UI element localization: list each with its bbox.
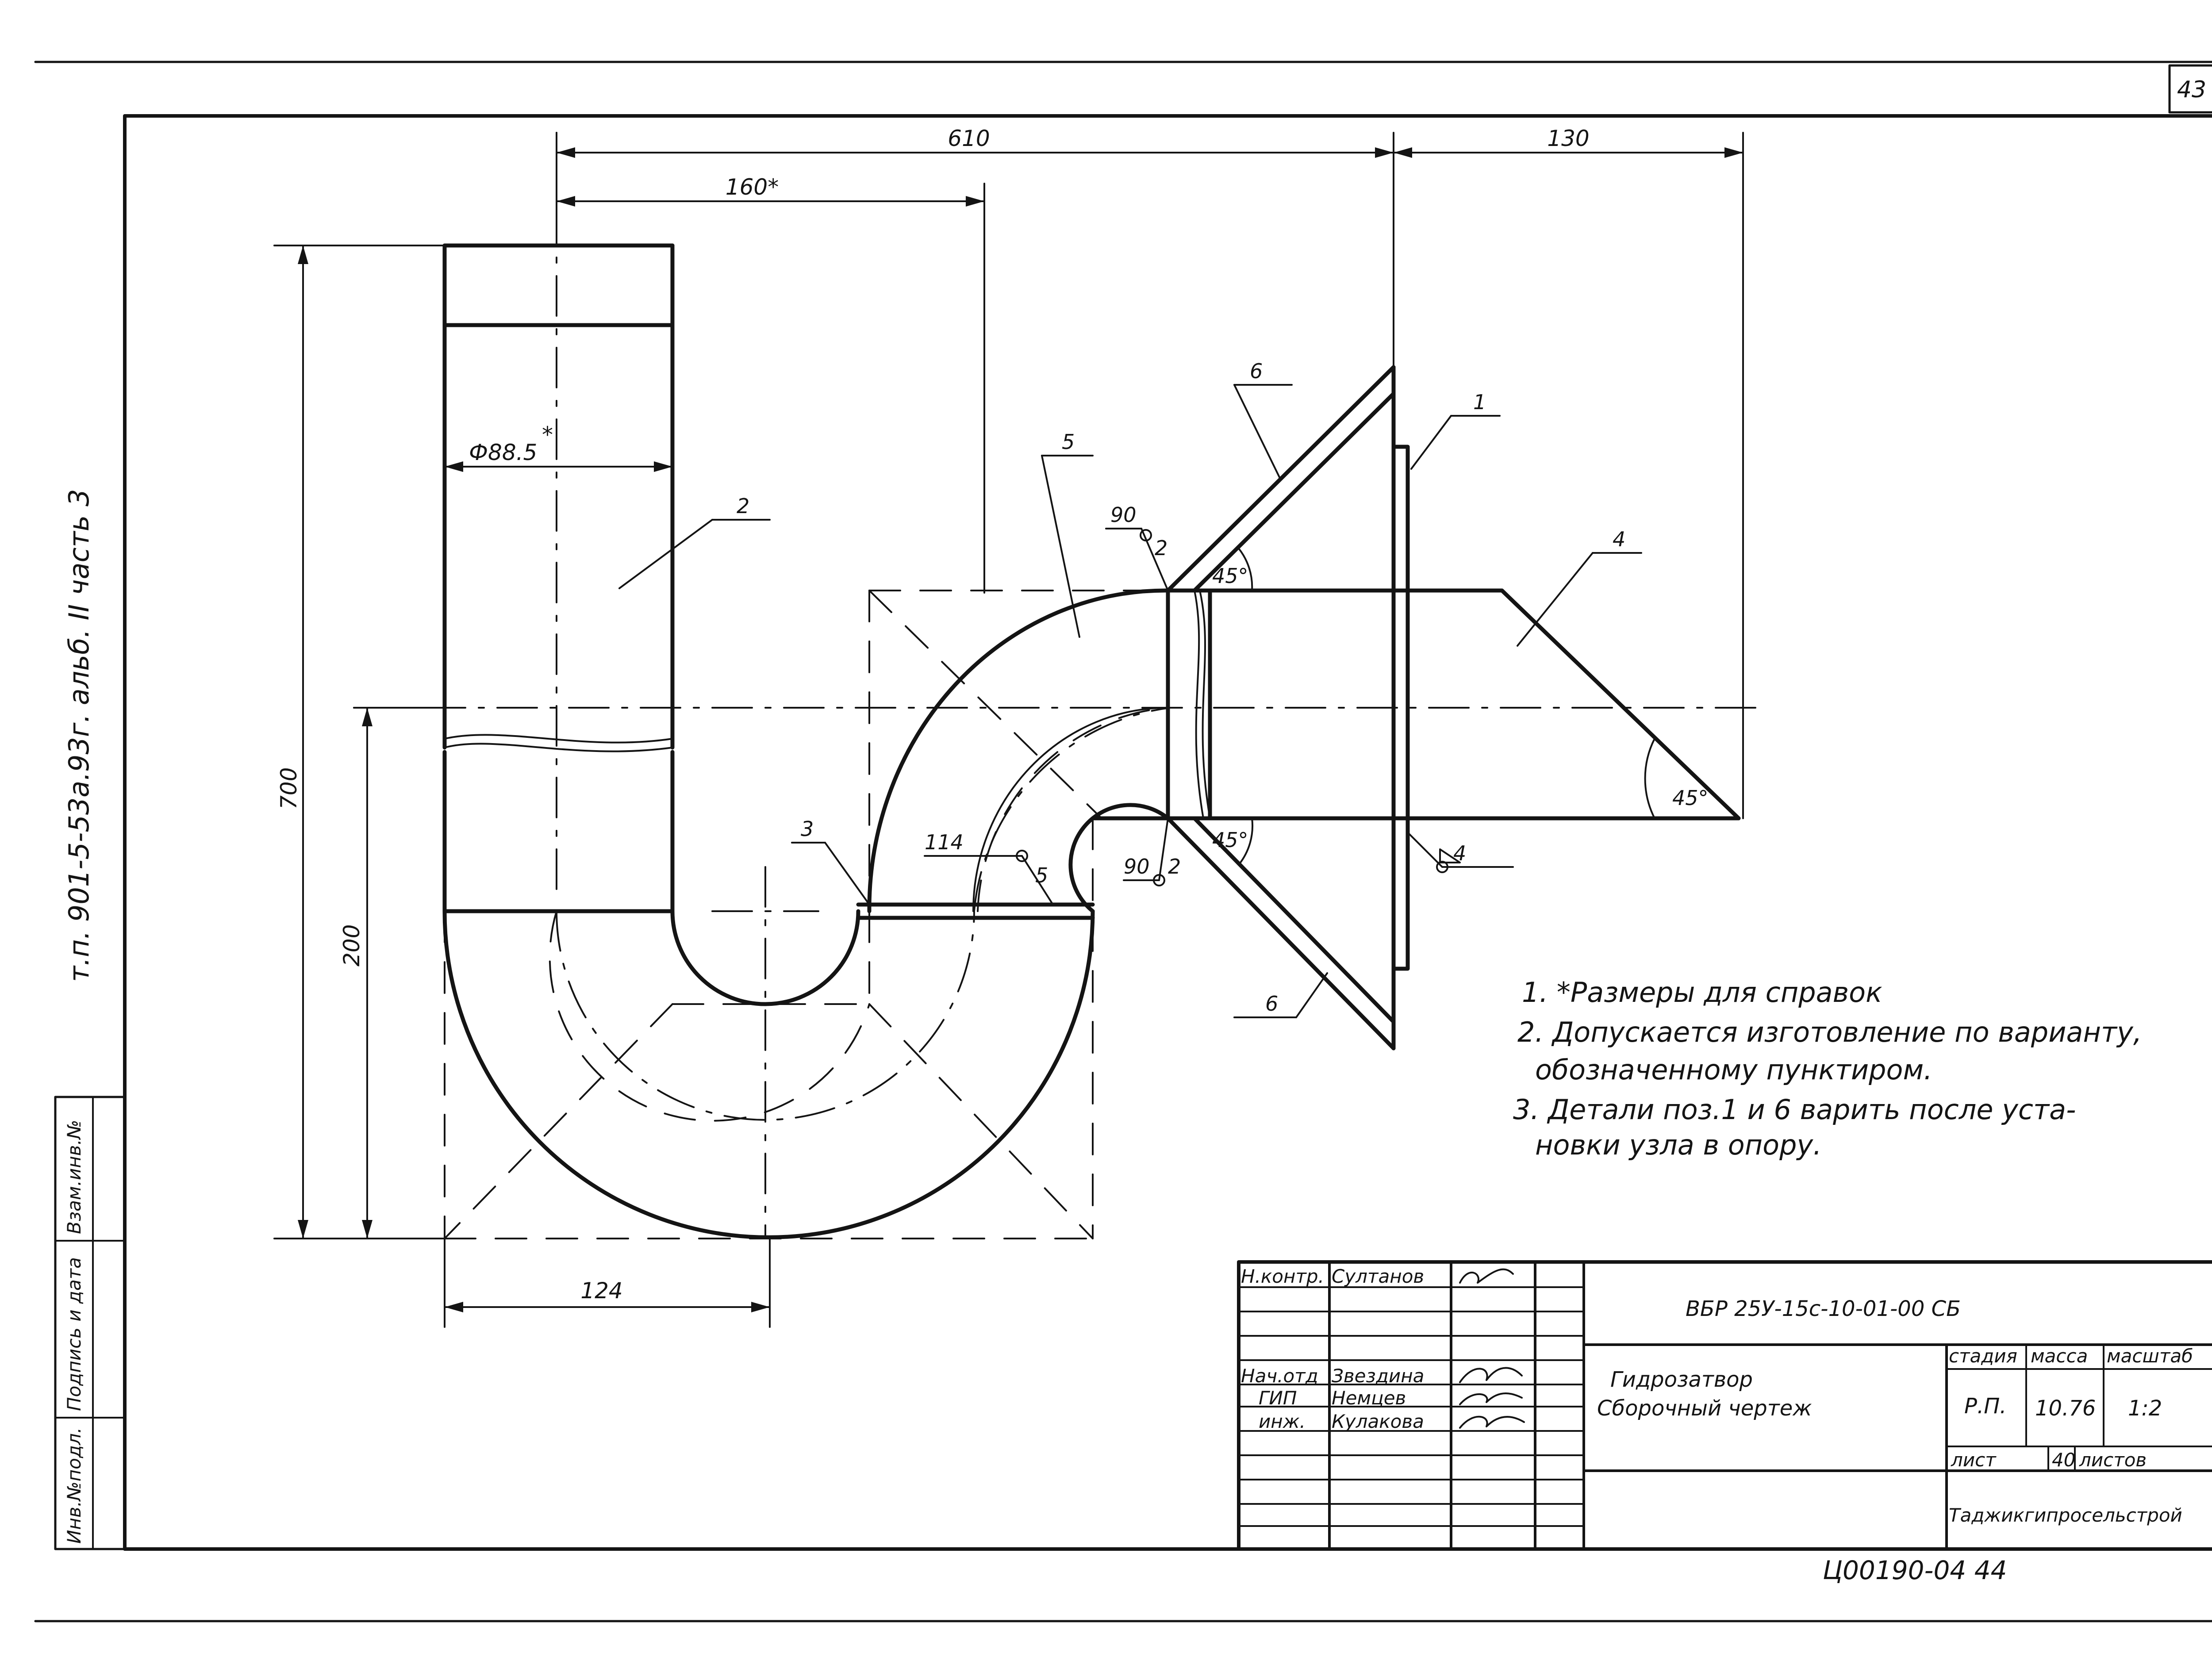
part-1-flange [1391,445,1410,971]
dim-124: 124 [580,1278,622,1304]
stamp-sheet-label: лист [1951,1449,1997,1471]
angle-45-top: 45° [1212,564,1248,588]
stamp-header-stage: стадия [1949,1345,2017,1367]
weld-4: 4 [1453,841,1466,865]
position-2: 2 [737,494,749,518]
position-4: 4 [1613,527,1625,551]
stamp-organization: Таджикгипросельстрой [1949,1504,2182,1526]
center-lines [353,132,1766,1239]
part-2-pipe [442,243,675,913]
stamp-title-1: Гидрозатвор [1610,1367,1753,1392]
note-1: 1. *Размеры для справок [1522,976,1882,1009]
stamp-scale: 1:2 [2128,1396,2162,1421]
weld-114: 114 [925,830,964,854]
angle-marks [1238,548,1655,866]
side-cell-replace: Взам.инв.№ [63,1120,85,1234]
stamp-stage: Р.П. [1964,1394,2007,1419]
dim-200: 200 [339,924,365,966]
stamp-header-scale: масштаб [2107,1345,2193,1367]
position-1: 1 [1473,390,1486,414]
dim-700: 700 [276,767,302,809]
dim-160: 160* [726,174,779,200]
title-block [1237,1260,2212,1551]
stamp-role-1: Нач.отд [1241,1365,1318,1387]
signature-marks [1459,1268,1525,1429]
u-bend [442,803,1170,1239]
stamp-name-2: Немцев [1332,1387,1406,1409]
stamp-role-3: инж. [1259,1411,1306,1432]
dimension-lines [273,132,1744,1328]
angle-45-cut: 45° [1672,786,1709,810]
dim-diameter-star: * [542,422,553,448]
weld-2-top: 2 [1155,536,1167,560]
stamp-name-0: Султанов [1332,1266,1424,1287]
note-2b: обозначенному пунктиром. [1535,1054,1932,1086]
weld-5: 5 [1035,863,1048,887]
bottom-code: Ц00190-04 44 [1823,1555,2007,1585]
note-2a: 2. Допускается изготовление по варианту, [1517,1016,2142,1048]
note-3a: 3. Детали поз.1 и 6 варить после уста- [1513,1093,2076,1126]
part-4-pipe [1166,588,1741,821]
stamp-header-mass: масса [2031,1345,2088,1367]
dim-diameter: Ф88.5 [469,440,537,465]
stamp-sheets-label: листов [2079,1449,2147,1471]
side-caption: т.п. 901-5-53а.93г. альб. II часть 3 [63,489,95,982]
page-number: 43 [2177,77,2206,103]
dashed-variant [444,590,1169,1239]
weld-90-top: 90 [1110,503,1137,527]
position-6-top: 6 [1250,359,1263,383]
stamp-sheet-number: 40 [2052,1449,2075,1471]
note-3b: новки узла в опору. [1535,1129,1822,1161]
dim-610: 610 [948,126,990,151]
stamp-mass: 10.76 [2035,1396,2096,1421]
weld-2-bottom: 2 [1168,855,1181,878]
stamp-title-2: Сборочный чертеж [1597,1396,1812,1421]
weld-90-bottom: 90 [1124,855,1150,878]
position-5: 5 [1062,430,1075,454]
side-cell-inventory: Инв.№подл. [63,1427,85,1544]
dim-130: 130 [1547,126,1589,151]
sheet-frame [34,61,2212,1622]
position-6-bottom: 6 [1265,992,1278,1016]
stamp-name-1: Звездина [1332,1365,1424,1387]
position-3: 3 [801,817,814,841]
angle-45-bottom: 45° [1212,828,1248,852]
side-cell-signature: Подпись и дата [63,1257,85,1411]
stamp-designation: ВБР 25У-15с-10-01-00 СБ [1686,1296,1961,1321]
position-leaders [618,384,1642,1018]
side-block [54,1096,126,1550]
stamp-role-0: Н.контр. [1241,1266,1324,1287]
stamp-role-2: ГИП [1259,1387,1297,1409]
stamp-name-3: Кулакова [1332,1411,1424,1432]
